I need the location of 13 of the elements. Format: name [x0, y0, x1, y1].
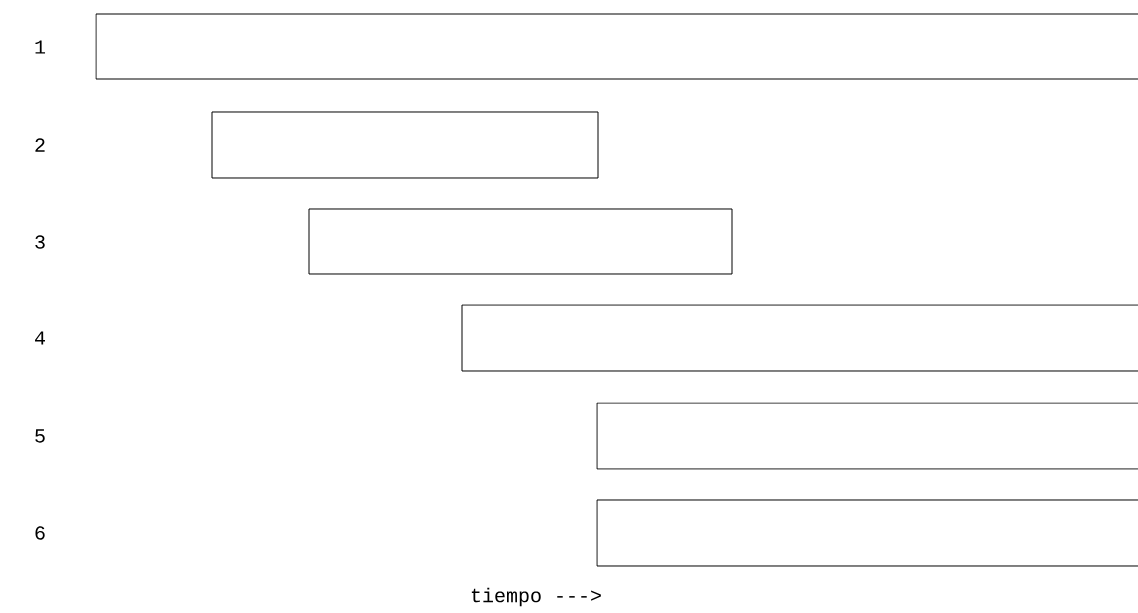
- bar: [461, 304, 1138, 372]
- row-number: 6: [35, 526, 45, 540]
- bar: [308, 208, 733, 275]
- row-number: 2: [35, 138, 45, 152]
- row-number: 1: [35, 40, 46, 54]
- bar: [211, 111, 599, 179]
- bar: [95, 13, 1138, 80]
- row-number: 5: [35, 429, 45, 443]
- bar: [596, 402, 1138, 470]
- row-number: 3: [35, 235, 45, 249]
- axis-label: tiempo --->: [471, 587, 601, 607]
- bar: [596, 499, 1138, 567]
- row-number: 4: [35, 331, 45, 345]
